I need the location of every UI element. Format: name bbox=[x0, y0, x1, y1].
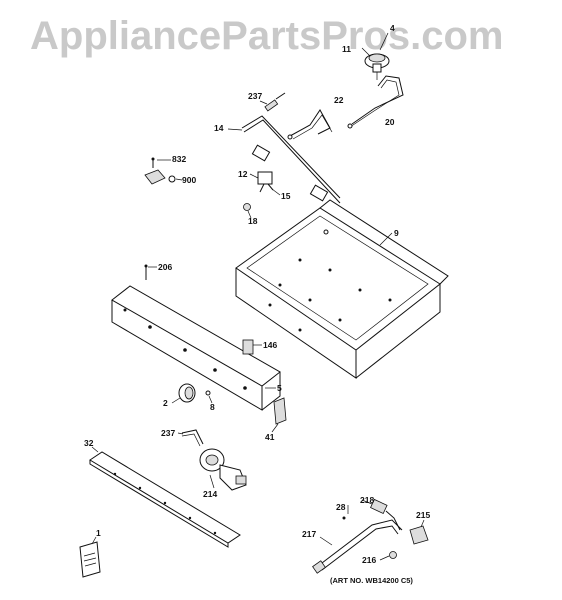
label-11: 11 bbox=[342, 44, 351, 54]
part-22-harness[interactable] bbox=[287, 109, 333, 140]
label-22: 22 bbox=[334, 95, 344, 105]
label-146: 146 bbox=[263, 340, 277, 350]
label-216: 216 bbox=[362, 555, 376, 565]
label-14: 14 bbox=[214, 123, 224, 133]
label-237-top: 237 bbox=[248, 91, 262, 101]
part-32-strip[interactable] bbox=[89, 451, 241, 548]
part-8-screw[interactable] bbox=[205, 390, 211, 396]
label-8: 8 bbox=[210, 402, 215, 412]
part-2-knob[interactable] bbox=[178, 383, 196, 403]
part-214-regulator[interactable] bbox=[199, 448, 247, 491]
part-215-clip[interactable] bbox=[409, 525, 429, 545]
label-217: 217 bbox=[302, 529, 316, 539]
part-9-burner-box[interactable] bbox=[235, 199, 449, 379]
label-4: 4 bbox=[390, 23, 395, 33]
label-218: 218 bbox=[360, 495, 374, 505]
part-206-screw[interactable] bbox=[144, 264, 148, 281]
label-206: 206 bbox=[158, 262, 172, 272]
part-237-fitting-top[interactable] bbox=[264, 92, 286, 112]
art-number: (ART NO. WB14200 C5) bbox=[330, 576, 413, 585]
watermark-logo: AppliancePartsPros.com bbox=[30, 14, 504, 58]
part-832-clip[interactable] bbox=[144, 157, 176, 185]
part-20-tube[interactable] bbox=[347, 75, 404, 129]
label-41: 41 bbox=[265, 432, 275, 442]
label-32: 32 bbox=[84, 438, 94, 448]
label-18: 18 bbox=[248, 216, 258, 226]
label-237-bottom: 237 bbox=[161, 428, 175, 438]
part-1-booklet[interactable] bbox=[79, 541, 101, 578]
label-15: 15 bbox=[281, 191, 291, 201]
label-832: 832 bbox=[172, 154, 186, 164]
part-41-panel[interactable] bbox=[273, 397, 287, 425]
label-9: 9 bbox=[394, 228, 399, 238]
label-2: 2 bbox=[163, 398, 168, 408]
part-216-nut[interactable] bbox=[389, 551, 397, 559]
label-12: 12 bbox=[238, 169, 248, 179]
label-900: 900 bbox=[182, 175, 196, 185]
part-5-bracket[interactable] bbox=[111, 285, 281, 411]
label-214: 214 bbox=[203, 489, 217, 499]
part-217-harness[interactable] bbox=[312, 519, 403, 574]
part-14-manifold[interactable] bbox=[241, 115, 341, 204]
part-146-clip[interactable] bbox=[242, 339, 254, 355]
part-18-nut[interactable] bbox=[243, 203, 251, 211]
label-215: 215 bbox=[416, 510, 430, 520]
part-15-valve[interactable] bbox=[257, 171, 274, 193]
part-237-fitting-bottom[interactable] bbox=[181, 429, 204, 447]
label-5: 5 bbox=[277, 383, 282, 393]
label-1: 1 bbox=[96, 528, 101, 538]
label-20: 20 bbox=[385, 117, 395, 127]
label-28: 28 bbox=[336, 502, 346, 512]
part-11-switch[interactable] bbox=[364, 53, 390, 80]
